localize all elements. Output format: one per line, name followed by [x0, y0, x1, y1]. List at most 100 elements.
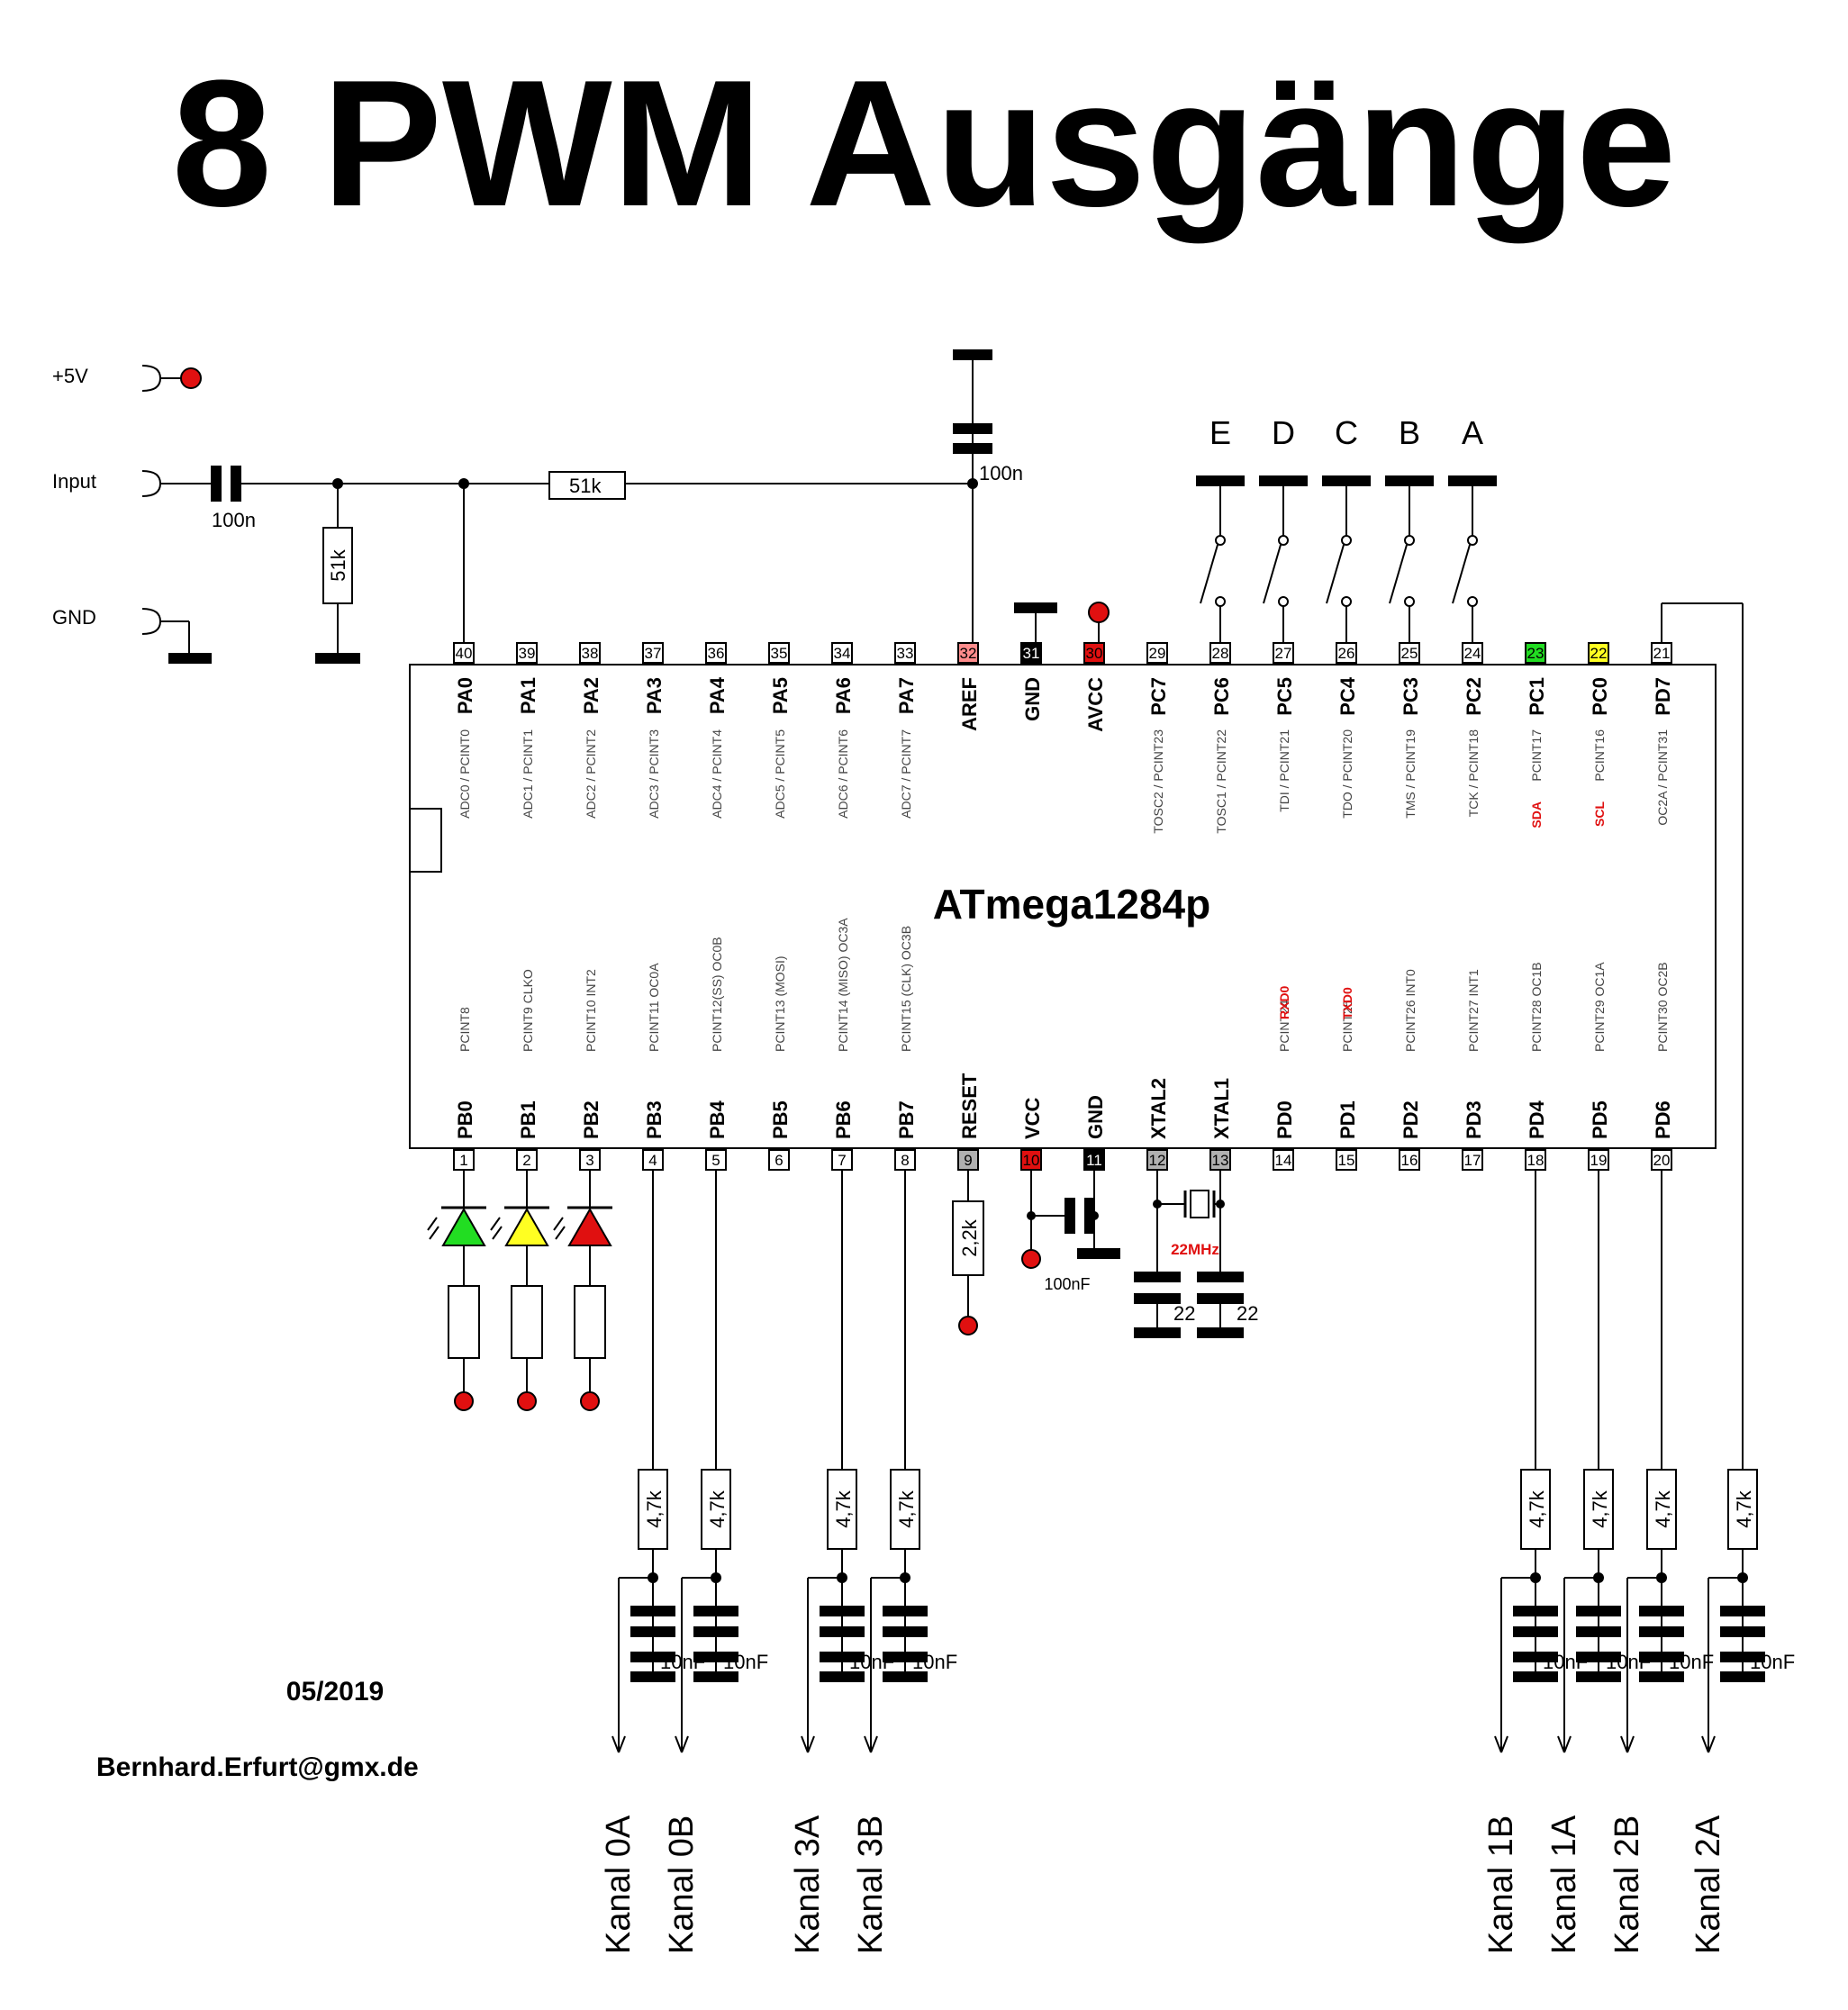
pin-uart-label-14: RXD0 — [1277, 985, 1291, 1019]
pin-name-PA0: PA0 — [454, 677, 476, 714]
arrow-head — [1708, 1735, 1716, 1753]
channel-label-6: Kanal 2B — [1608, 1815, 1646, 1954]
supply-dot — [180, 367, 202, 389]
pin-uart-label-15: TXD0 — [1340, 987, 1354, 1019]
pin-name-XTAL1-13: XTAL1 — [1210, 1078, 1233, 1139]
reset-resistor — [952, 1200, 984, 1276]
input-gnd-label: GND — [52, 606, 96, 629]
pin-name-PB2-3: PB2 — [580, 1100, 602, 1139]
output-resistor-value: 4,7k — [1733, 1489, 1755, 1528]
reset-resistor-value: 2,2k — [958, 1218, 981, 1257]
button-label-C: C — [1335, 414, 1358, 451]
crystal-value: 22MHz — [1171, 1241, 1219, 1258]
pin-box-15 — [1336, 1149, 1357, 1171]
output-resistor-value: 4,7k — [706, 1489, 729, 1528]
pin-number-32: 32 — [960, 645, 977, 662]
pin-number-8: 8 — [901, 1152, 909, 1169]
pin-name-GND: GND — [1021, 677, 1044, 721]
arrow-head — [870, 1735, 878, 1753]
pin-name-PA1: PA1 — [517, 677, 539, 714]
pin-function-3: PCINT10 INT2 — [584, 969, 598, 1052]
pin-number-16: 16 — [1401, 1152, 1418, 1169]
pin-box-14 — [1273, 1149, 1294, 1171]
output-resistor-value: 4,7k — [1589, 1489, 1611, 1528]
pin-function-5: PCINT12(SS) OC0B — [710, 937, 724, 1052]
pin-name-PA3: PA3 — [643, 677, 666, 714]
pin-function-18: PCINT28 OC1B — [1529, 962, 1544, 1052]
pin-name-PC3: PC3 — [1400, 677, 1422, 716]
pin-number-30: 30 — [1086, 645, 1103, 662]
pin-function-6: PCINT13 (MOSI) — [773, 955, 787, 1052]
pin-box-33 — [894, 642, 916, 664]
pin-number-22: 22 — [1590, 645, 1608, 662]
pin-box-30 — [1083, 642, 1105, 664]
pin-number-26: 26 — [1338, 645, 1355, 662]
channel-label-4: Kanal 1B — [1482, 1815, 1520, 1954]
pin-name-XTAL2-12: XTAL2 — [1147, 1078, 1170, 1139]
output-resistor-value: 4,7k — [1526, 1489, 1548, 1528]
input-cap-value: 100n — [212, 509, 256, 531]
pin-function-36: ADC4 / PCINT4 — [710, 729, 724, 819]
pin-number-10: 10 — [1023, 1152, 1040, 1169]
channel-label-3: Kanal 3B — [852, 1815, 890, 1954]
input-5v-connector — [141, 365, 162, 392]
output-resistor — [827, 1469, 857, 1550]
pin-function-2: PCINT9 CLKO — [521, 969, 535, 1052]
pin-function-24: TCK / PCINT18 — [1466, 729, 1481, 817]
pin-name-PD7: PD7 — [1652, 677, 1674, 716]
pin-name-PD2-16: PD2 — [1400, 1100, 1422, 1139]
xtal-cap-value: 22 — [1173, 1302, 1195, 1325]
led-light-arrow — [492, 1226, 503, 1240]
aref-cap-value: 100n — [979, 462, 1023, 484]
output-resistor — [638, 1469, 668, 1550]
arrow-head — [1620, 1735, 1628, 1753]
arrow-head — [1563, 1735, 1572, 1753]
vcc-supply-dot — [1021, 1249, 1041, 1269]
pin-number-33: 33 — [897, 645, 914, 662]
pin-function-34: ADC6 / PCINT6 — [836, 729, 850, 819]
channel-label-0: Kanal 0A — [600, 1815, 638, 1954]
input-signal-connector — [141, 470, 162, 497]
pin-box-22 — [1588, 642, 1609, 664]
pin-function-4: PCINT11 OC0A — [647, 963, 661, 1052]
output-resistor — [701, 1469, 731, 1550]
input-gnd-connector — [141, 608, 162, 635]
pin-name-PB1-2: PB1 — [517, 1100, 539, 1139]
resistor-51k-series-value: 51k — [569, 475, 602, 497]
pin-function-23: PCINT17 — [1529, 729, 1544, 782]
pin-name-PD4-18: PD4 — [1526, 1100, 1548, 1139]
pin-number-12: 12 — [1149, 1152, 1166, 1169]
pin-bus-label-22: SCL — [1592, 801, 1607, 827]
pin-number-1: 1 — [459, 1152, 467, 1169]
pin-box-39 — [516, 642, 538, 664]
led-resistor — [448, 1285, 480, 1359]
pin-number-38: 38 — [582, 645, 599, 662]
chip-notch — [409, 808, 442, 873]
pin-box-29 — [1146, 642, 1168, 664]
pin-function-39: ADC1 / PCINT1 — [521, 729, 535, 819]
switch-contact — [1341, 596, 1352, 607]
pin-function-33: ADC7 / PCINT7 — [899, 729, 913, 819]
switch-lever — [1326, 544, 1345, 604]
pin-number-4: 4 — [648, 1152, 657, 1169]
button-label-A: A — [1462, 414, 1483, 451]
pin-function-19: PCINT29 OC1A — [1592, 962, 1607, 1052]
pin-box-16 — [1399, 1149, 1420, 1171]
arrow-head — [1701, 1735, 1709, 1753]
output-cap-value: 10nF — [1750, 1651, 1795, 1673]
pin-name-PA5: PA5 — [769, 677, 792, 714]
pin-name-PD3-17: PD3 — [1463, 1100, 1485, 1139]
output-resistor — [1583, 1469, 1614, 1550]
pin-number-36: 36 — [708, 645, 725, 662]
pin-name-PD5-19: PD5 — [1589, 1100, 1611, 1139]
pin-number-2: 2 — [522, 1152, 530, 1169]
pin-name-PD6-20: PD6 — [1652, 1100, 1674, 1139]
page-title: 8 PWM Ausgänge — [171, 43, 1677, 244]
pin-number-5: 5 — [711, 1152, 720, 1169]
pin-function-8: PCINT15 (CLK) OC3B — [899, 926, 913, 1052]
led-green — [441, 1207, 486, 1246]
switch-lever — [1200, 544, 1218, 604]
pin-function-37: ADC3 / PCINT3 — [647, 729, 661, 819]
button-label-D: D — [1272, 414, 1295, 451]
pin-box-35 — [768, 642, 790, 664]
